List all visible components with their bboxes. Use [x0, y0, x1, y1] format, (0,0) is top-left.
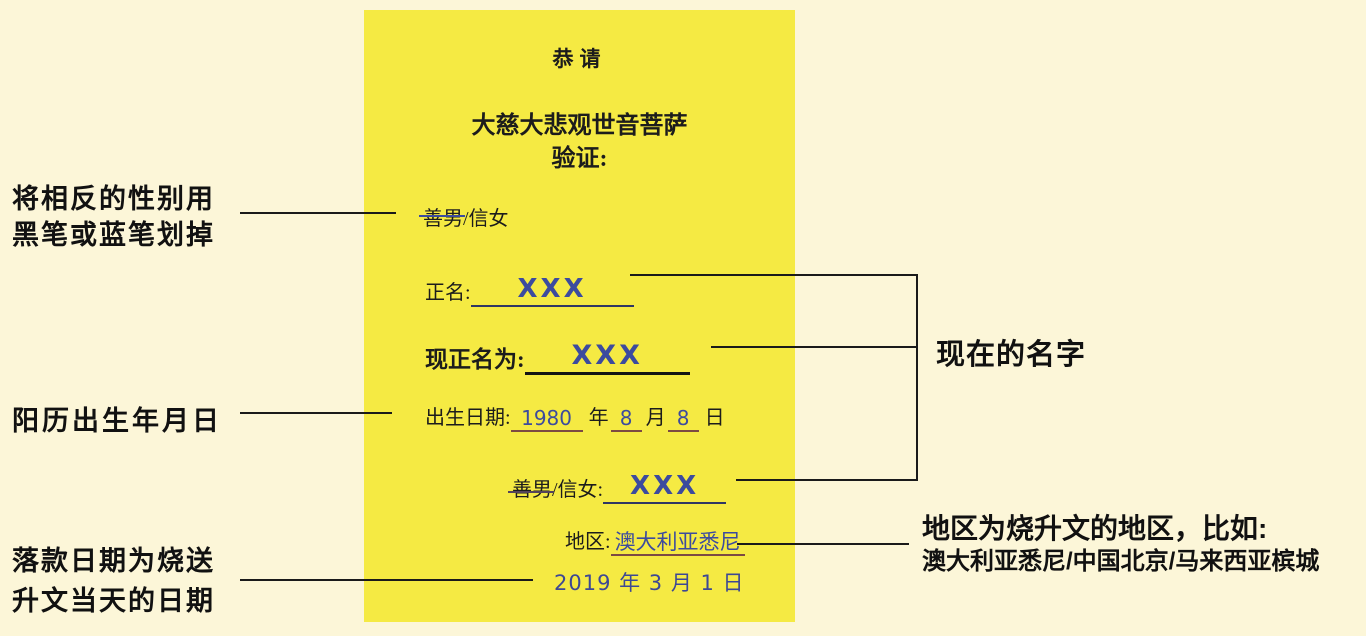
- date-note-line1: 落款日期为烧送: [12, 546, 215, 576]
- connector-gender-note: [240, 212, 396, 214]
- female-option-2: /信女:: [552, 479, 604, 501]
- bracket-line-top: [630, 274, 918, 276]
- birth-note: 阳历出生年月日: [12, 406, 222, 436]
- birthdate-label: 出生日期:: [425, 407, 511, 429]
- birthdate-row: 出生日期: 1980 年 8 月 8 日: [425, 402, 725, 432]
- struck-male-option-2: 善男: [508, 480, 554, 504]
- connector-birth-note: [240, 412, 392, 414]
- birth-day-value: 8: [676, 406, 690, 430]
- name-label: 正名:: [425, 282, 471, 304]
- current-name-underline: XXX: [524, 340, 690, 375]
- name-row: 正名: XXX: [425, 271, 634, 307]
- bracket-line-middle: [711, 346, 918, 348]
- region-note: 地区为烧升文的地区，比如: 澳大利亚悉尼/中国北京/马来西亚槟城: [922, 512, 1319, 578]
- region-value: 澳大利亚悉尼: [614, 530, 741, 554]
- bracket-line-bottom: [736, 479, 918, 481]
- gender-option-line-1: 善男/信女: [419, 202, 509, 231]
- day-unit: 日: [704, 407, 725, 429]
- region-row: 地区: 澳大利亚悉尼: [565, 528, 745, 556]
- form-title: 恭请: [552, 47, 607, 71]
- current-name-value: XXX: [571, 340, 643, 371]
- gender-note: 将相反的性别用 黑笔或蓝笔划掉: [12, 181, 215, 253]
- date-note-line2: 升文当天的日期: [12, 586, 215, 616]
- year-unit: 年: [588, 407, 609, 429]
- struck-male-option: 善男: [419, 202, 465, 231]
- invocation-line: 大慈大悲观世音菩萨: [471, 113, 688, 139]
- birth-year-underline: 1980: [510, 406, 583, 432]
- current-name-note: 现在的名字: [936, 339, 1087, 371]
- gender-note-line1: 将相反的性别用: [12, 184, 215, 214]
- bracket-vertical-line: [916, 274, 918, 481]
- signer-name-underline: XXX: [603, 471, 727, 504]
- region-note-line1: 地区为烧升文的地区，比如:: [922, 513, 1268, 544]
- name-value: XXX: [517, 274, 587, 304]
- petition-form: 恭请 大慈大悲观世音菩萨 验证: 善男/信女 正名: XXX 现正名为: XXX…: [364, 10, 795, 622]
- region-underline: 澳大利亚悉尼: [610, 530, 745, 556]
- name-underline: XXX: [470, 274, 634, 307]
- birth-month-value: 8: [619, 406, 633, 430]
- birth-month-underline: 8: [610, 406, 642, 432]
- form-invocation: 大慈大悲观世音菩萨 验证:: [364, 110, 795, 176]
- region-label: 地区:: [565, 531, 611, 553]
- sign-date: 2019 年 3 月 1 日: [554, 571, 745, 595]
- date-note: 落款日期为烧送 升文当天的日期: [12, 541, 215, 621]
- gender-option-line-2: 善男/信女: XXX: [508, 471, 727, 504]
- gender-note-line2: 黑笔或蓝笔划掉: [12, 220, 215, 250]
- verify-label: 验证:: [551, 146, 608, 172]
- strikethrough-mark: [508, 490, 554, 493]
- birth-year-value: 1980: [521, 406, 573, 430]
- current-name-row: 现正名为: XXX: [425, 337, 690, 375]
- signer-name-value: XXX: [630, 471, 700, 501]
- strikethrough-mark: [419, 215, 465, 218]
- connector-region-note: [737, 543, 909, 545]
- connector-date-note: [240, 579, 533, 581]
- birth-day-underline: 8: [667, 406, 699, 432]
- region-note-line2: 澳大利亚悉尼/中国北京/马来西亚槟城: [922, 548, 1320, 575]
- month-unit: 月: [645, 407, 666, 429]
- female-option: /信女: [463, 208, 509, 230]
- current-name-label: 现正名为:: [425, 347, 525, 372]
